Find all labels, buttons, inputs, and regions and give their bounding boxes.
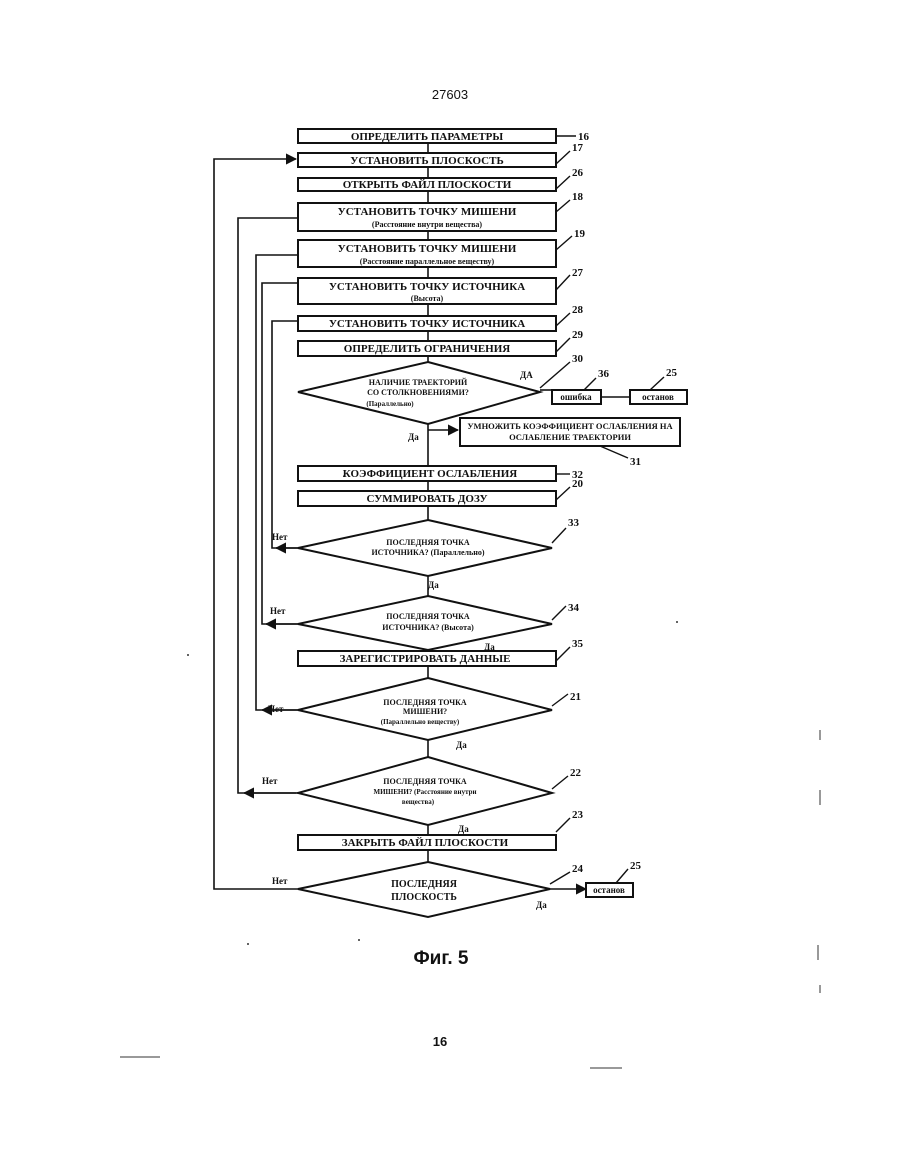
- svg-text:28: 28: [572, 304, 584, 316]
- svg-text:ОТКРЫТЬ ФАЙЛ ПЛОСКОСТИ: ОТКРЫТЬ ФАЙЛ ПЛОСКОСТИ: [343, 179, 512, 191]
- svg-text:Да: Да: [456, 740, 467, 750]
- svg-text:НАЛИЧИЕ ТРАЕКТОРИЙ: НАЛИЧИЕ ТРАЕКТОРИЙ: [369, 378, 468, 387]
- page-number: 16: [433, 1034, 447, 1049]
- svg-text:останов: останов: [593, 885, 625, 895]
- step-17: УСТАНОВИТЬ ПЛОСКОСТЬ 17: [298, 142, 584, 167]
- svg-text:ПОСЛЕДНЯЯ: ПОСЛЕДНЯЯ: [391, 879, 458, 890]
- svg-text:Нет: Нет: [272, 876, 288, 886]
- svg-text:ОСЛАБЛЕНИЕ ТРАЕКТОРИИ: ОСЛАБЛЕНИЕ ТРАЕКТОРИИ: [509, 432, 631, 442]
- svg-text:19: 19: [574, 228, 586, 240]
- step-28: УСТАНОВИТЬ ТОЧКУ ИСТОЧНИКА 28: [298, 304, 584, 331]
- svg-text:(Расстояние параллельное вещес: (Расстояние параллельное веществу): [360, 257, 495, 266]
- svg-text:КОЭФФИЦИЕНТ ОСЛАБЛЕНИЯ: КОЭФФИЦИЕНТ ОСЛАБЛЕНИЯ: [343, 468, 517, 480]
- svg-text:ИСТОЧНИКА? (Параллельно): ИСТОЧНИКА? (Параллельно): [371, 548, 484, 557]
- step-19: УСТАНОВИТЬ ТОЧКУ МИШЕНИ (Расстояние пара…: [298, 228, 586, 267]
- step-29: ОПРЕДЕЛИТЬ ОГРАНИЧЕНИЯ 29: [298, 329, 584, 356]
- svg-text:34: 34: [568, 602, 580, 614]
- step-16: ОПРЕДЕЛИТЬ ПАРАМЕТРЫ 16: [298, 129, 590, 143]
- svg-text:ПОСЛЕДНЯЯ ТОЧКА: ПОСЛЕДНЯЯ ТОЧКА: [386, 612, 470, 621]
- svg-text:ЗАРЕГИСТРИРОВАТЬ ДАННЫЕ: ЗАРЕГИСТРИРОВАТЬ ДАННЫЕ: [340, 653, 511, 665]
- step-26: ОТКРЫТЬ ФАЙЛ ПЛОСКОСТИ 26: [298, 167, 584, 191]
- svg-text:26: 26: [572, 167, 584, 179]
- svg-text:СУММИРОВАТЬ ДОЗУ: СУММИРОВАТЬ ДОЗУ: [366, 493, 487, 505]
- svg-text:ПОСЛЕДНЯЯ ТОЧКА: ПОСЛЕДНЯЯ ТОЧКА: [386, 538, 470, 547]
- svg-text:ДА: ДА: [520, 370, 533, 380]
- svg-text:(Высота): (Высота): [411, 294, 444, 303]
- svg-text:ошибка: ошибка: [560, 392, 592, 402]
- svg-text:ПОСЛЕДНЯЯ ТОЧКА: ПОСЛЕДНЯЯ ТОЧКА: [383, 698, 467, 707]
- svg-text:УСТАНОВИТЬ ТОЧКУ МИШЕНИ: УСТАНОВИТЬ ТОЧКУ МИШЕНИ: [338, 206, 517, 218]
- svg-text:36: 36: [598, 368, 610, 380]
- svg-text:Да: Да: [484, 642, 495, 652]
- decision-21: ПОСЛЕДНЯЯ ТОЧКА МИШЕНИ? (Параллельно вещ…: [268, 678, 581, 750]
- svg-text:23: 23: [572, 809, 584, 821]
- svg-text:30: 30: [572, 353, 584, 365]
- step-18: УСТАНОВИТЬ ТОЧКУ МИШЕНИ (Расстояние внут…: [298, 191, 584, 231]
- svg-text:ПОСЛЕДНЯЯ ТОЧКА: ПОСЛЕДНЯЯ ТОЧКА: [383, 777, 467, 786]
- svg-text:22: 22: [570, 767, 582, 779]
- svg-text:Нет: Нет: [272, 532, 288, 542]
- svg-text:35: 35: [572, 638, 584, 650]
- svg-text:Да: Да: [458, 824, 469, 834]
- svg-text:Да: Да: [536, 900, 547, 910]
- svg-text:МИШЕНИ?: МИШЕНИ?: [403, 707, 447, 716]
- decision-34: ПОСЛЕДНЯЯ ТОЧКА ИСТОЧНИКА? (Высота) Нет …: [270, 596, 580, 652]
- svg-text:останов: останов: [642, 392, 674, 402]
- svg-text:ПЛОСКОСТЬ: ПЛОСКОСТЬ: [391, 892, 457, 903]
- svg-text:СО СТОЛКНОВЕНИЯМИ?: СО СТОЛКНОВЕНИЯМИ?: [367, 388, 469, 397]
- svg-text:ОПРЕДЕЛИТЬ ПАРАМЕТРЫ: ОПРЕДЕЛИТЬ ПАРАМЕТРЫ: [351, 131, 504, 143]
- step-27: УСТАНОВИТЬ ТОЧКУ ИСТОЧНИКА (Высота) 27: [298, 267, 584, 304]
- step-25-stop-bottom: останов 25: [586, 860, 642, 897]
- decision-24: ПОСЛЕДНЯЯ ПЛОСКОСТЬ Нет Да 24: [272, 862, 584, 917]
- step-31: УМНОЖИТЬ КОЭФФИЦИЕНТ ОСЛАБЛЕНИЯ НА ОСЛАБ…: [460, 418, 680, 468]
- svg-text:ИСТОЧНИКА? (Высота): ИСТОЧНИКА? (Высота): [382, 623, 474, 632]
- svg-text:Нет: Нет: [268, 704, 284, 714]
- svg-text:Да: Да: [428, 580, 439, 590]
- svg-text:27: 27: [572, 267, 584, 279]
- svg-text:21: 21: [570, 691, 581, 703]
- svg-text:УСТАНОВИТЬ ТОЧКУ МИШЕНИ: УСТАНОВИТЬ ТОЧКУ МИШЕНИ: [338, 243, 517, 255]
- figure-caption: Фиг. 5: [413, 948, 468, 969]
- svg-text:(Расстояние внутри вещества): (Расстояние внутри вещества): [372, 220, 483, 229]
- svg-text:Нет: Нет: [270, 606, 286, 616]
- step-20: СУММИРОВАТЬ ДОЗУ 20: [298, 478, 584, 506]
- svg-text:17: 17: [572, 142, 584, 154]
- svg-text:29: 29: [572, 329, 584, 341]
- svg-text:31: 31: [630, 456, 641, 468]
- step-36-error: ошибка 36: [552, 368, 610, 404]
- svg-text:(Параллельно): (Параллельно): [366, 400, 414, 408]
- svg-text:УСТАНОВИТЬ ТОЧКУ ИСТОЧНИКА: УСТАНОВИТЬ ТОЧКУ ИСТОЧНИКА: [329, 281, 525, 293]
- decision-33: ПОСЛЕДНЯЯ ТОЧКА ИСТОЧНИКА? (Параллельно)…: [272, 517, 580, 590]
- svg-text:18: 18: [572, 191, 584, 203]
- svg-text:УСТАНОВИТЬ ТОЧКУ ИСТОЧНИКА: УСТАНОВИТЬ ТОЧКУ ИСТОЧНИКА: [329, 318, 525, 330]
- svg-text:ОПРЕДЕЛИТЬ ОГРАНИЧЕНИЯ: ОПРЕДЕЛИТЬ ОГРАНИЧЕНИЯ: [344, 343, 510, 355]
- svg-text:Да: Да: [408, 432, 419, 442]
- svg-text:20: 20: [572, 478, 584, 490]
- decision-22: ПОСЛЕДНЯЯ ТОЧКА МИШЕНИ? (Расстояние внут…: [262, 757, 582, 834]
- svg-text:25: 25: [666, 367, 678, 379]
- step-32: КОЭФФИЦИЕНТ ОСЛАБЛЕНИЯ . 32: [298, 466, 584, 481]
- svg-text:вещества): вещества): [402, 798, 435, 806]
- svg-text:МИШЕНИ? (Расстояние внутри: МИШЕНИ? (Расстояние внутри: [373, 788, 476, 796]
- svg-text:33: 33: [568, 517, 580, 529]
- svg-text:УСТАНОВИТЬ ПЛОСКОСТЬ: УСТАНОВИТЬ ПЛОСКОСТЬ: [350, 155, 503, 167]
- svg-text:ЗАКРЫТЬ ФАЙЛ ПЛОСКОСТИ: ЗАКРЫТЬ ФАЙЛ ПЛОСКОСТИ: [342, 837, 509, 849]
- loop-back-connectors: [214, 159, 298, 889]
- svg-text:25: 25: [630, 860, 642, 872]
- svg-text:(Параллельно веществу): (Параллельно веществу): [381, 718, 460, 726]
- document-number: 27603: [432, 87, 468, 102]
- svg-text:.: .: [343, 468, 346, 480]
- step-25-stop-top: останов 25: [630, 367, 687, 404]
- svg-text:Нет: Нет: [262, 776, 278, 786]
- svg-text:24: 24: [572, 863, 584, 875]
- svg-text:УМНОЖИТЬ КОЭФФИЦИЕНТ ОСЛАБЛЕНИ: УМНОЖИТЬ КОЭФФИЦИЕНТ ОСЛАБЛЕНИЯ НА: [467, 421, 673, 431]
